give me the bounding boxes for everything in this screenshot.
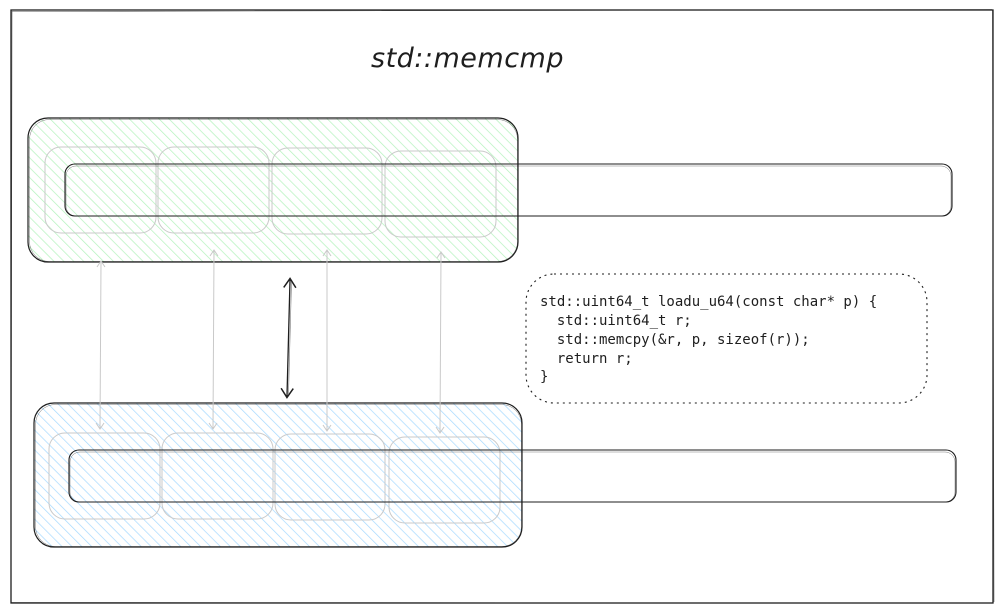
bottom-cell-1 — [48, 432, 161, 520]
bottom-cell-2 — [161, 432, 274, 520]
top-cell-4 — [384, 150, 497, 238]
word-compare-arrow-sketch — [288, 281, 292, 395]
compare-arrow-1 — [95, 260, 106, 430]
diagram-title: std::memcmp — [371, 43, 564, 74]
code-line-5: } — [540, 369, 548, 385]
top-cell-3 — [271, 147, 383, 235]
code-line-4: return r; — [540, 351, 633, 367]
compare-arrow-2 — [208, 249, 219, 430]
top-memory-bar-sketch — [65, 165, 952, 217]
top-cell-1 — [44, 146, 157, 234]
outer-frame-sketch — [10, 9, 995, 604]
bottom-highlight-block-sketch — [35, 404, 522, 547]
compare-arrow-4 — [435, 251, 446, 434]
bottom-cell-3 — [274, 433, 386, 521]
top-highlight-block — [27, 117, 519, 263]
bottom-buffer-group — [33, 402, 957, 548]
bottom-memory-bar-sketch — [69, 451, 956, 503]
byte-comparison-arrows — [95, 249, 446, 434]
code-snippet-box: std::uint64_t loadu_u64(const char* p) {… — [525, 273, 928, 404]
top-cell-2 — [157, 146, 270, 234]
code-line-1: std::uint64_t loadu_u64(const char* p) { — [540, 294, 877, 310]
top-highlight-block-sketch — [29, 119, 518, 262]
bottom-cell-4 — [388, 436, 501, 524]
word-compare-arrow — [280, 277, 297, 399]
bottom-highlight-block — [33, 402, 523, 548]
code-line-2: std::uint64_t r; — [540, 313, 692, 329]
code-box-border — [525, 273, 928, 404]
code-line-3: std::memcpy(&r, p, sizeof(r)); — [540, 332, 810, 348]
top-buffer-group — [27, 117, 953, 263]
